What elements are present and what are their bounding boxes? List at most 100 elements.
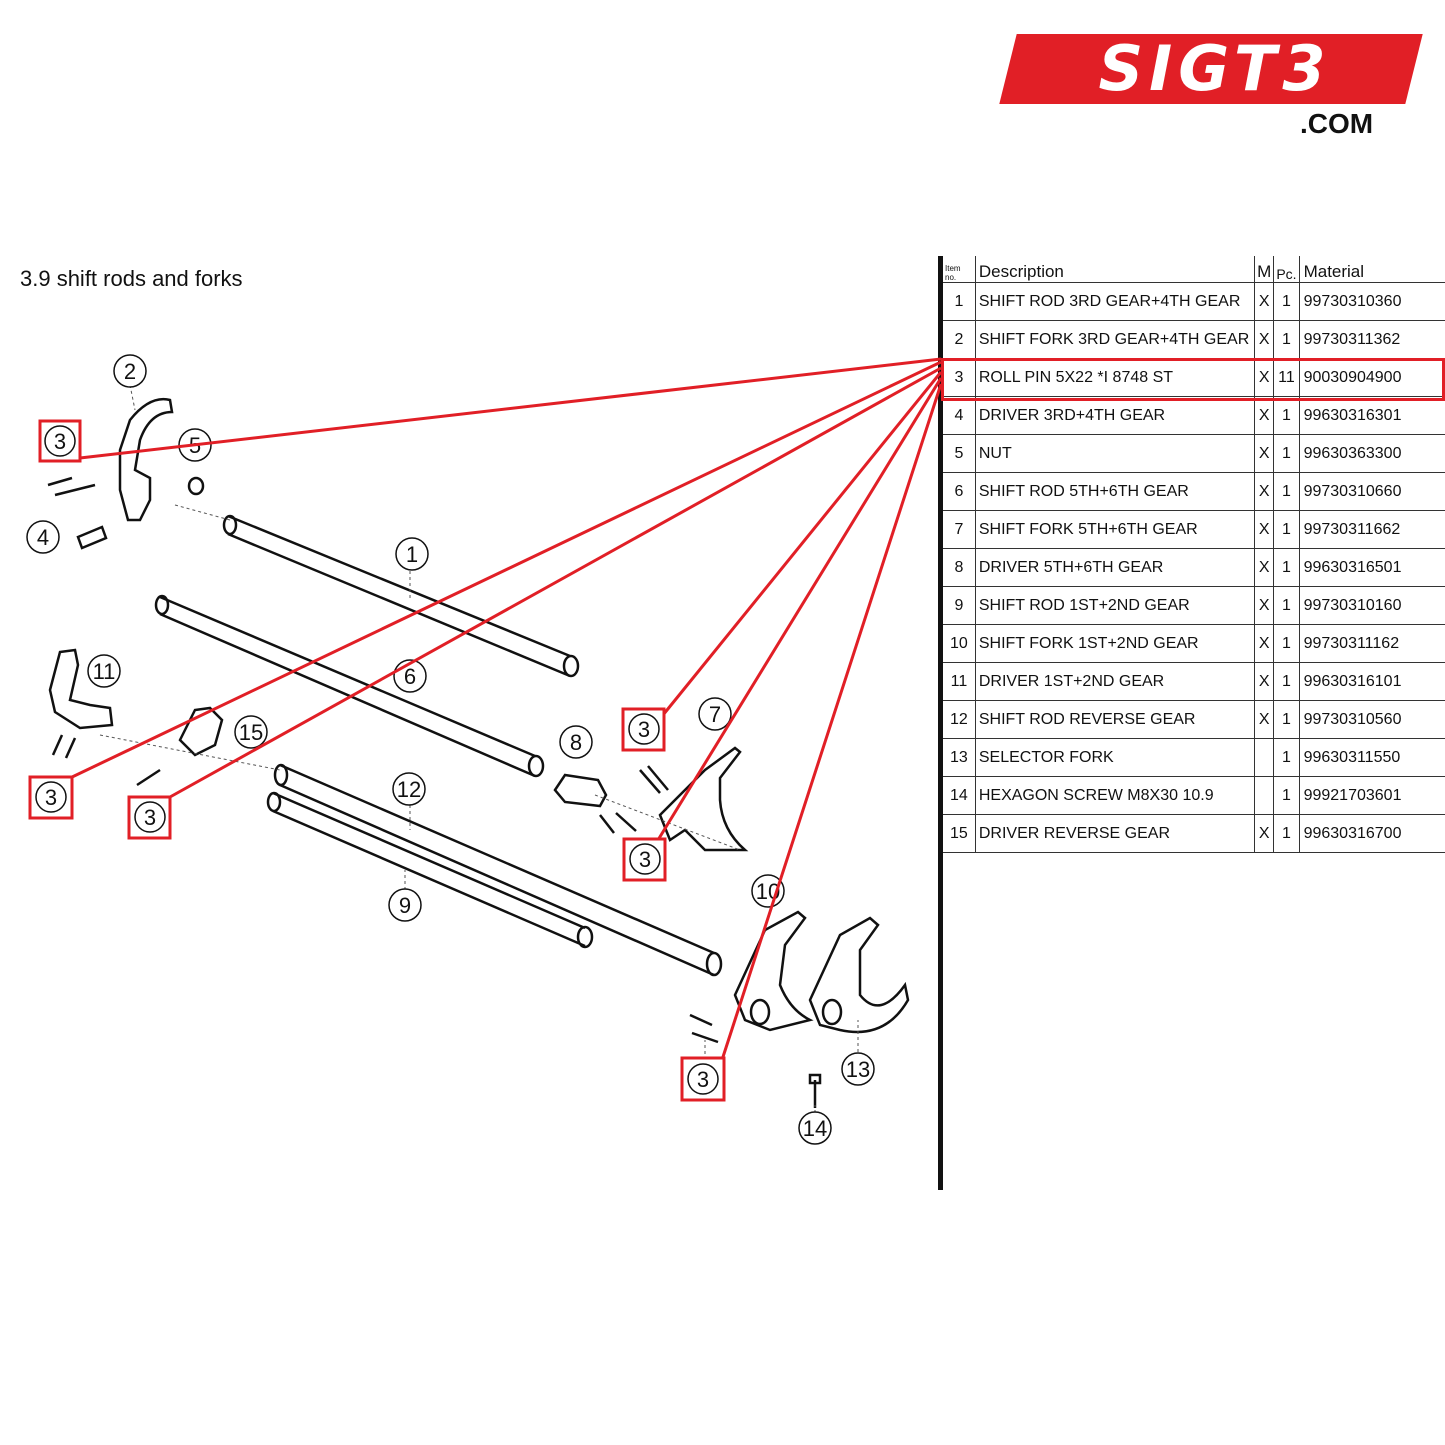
row-m: X: [1254, 662, 1274, 701]
row-material: 99630311550: [1298, 738, 1445, 777]
row-material: 99630316101: [1298, 662, 1445, 701]
svg-text:11: 11: [93, 659, 116, 684]
row-pc: 1: [1273, 548, 1300, 587]
svg-text:15: 15: [239, 720, 263, 745]
row-m: X: [1254, 358, 1274, 397]
svg-text:2: 2: [124, 359, 136, 384]
row-item: 10: [943, 624, 976, 663]
row-pc: 11: [1273, 358, 1300, 397]
row-item: 15: [943, 814, 976, 853]
row-description: SHIFT FORK 5TH+6TH GEAR: [974, 510, 1255, 549]
row-item: 7: [943, 510, 976, 549]
selector-fork-13: [808, 916, 910, 1034]
header-description: Description: [974, 256, 1255, 283]
header-pc: Pc.: [1273, 256, 1300, 283]
row-item: 1: [943, 282, 976, 321]
row-m: [1254, 776, 1274, 815]
row-m: X: [1254, 700, 1274, 739]
row-m: X: [1254, 586, 1274, 625]
row-m: X: [1254, 472, 1274, 511]
callout-10: 10: [751, 874, 785, 908]
row-description: DRIVER 1ST+2ND GEAR: [974, 662, 1255, 701]
svg-text:7: 7: [709, 702, 721, 727]
row-material: 99630316301: [1298, 396, 1445, 435]
row-description: ROLL PIN 5X22 *I 8748 ST: [974, 358, 1255, 397]
row-m: X: [1254, 510, 1274, 549]
row-item: 14: [943, 776, 976, 815]
row-pc: 1: [1273, 586, 1300, 625]
shift-rod-6: [154, 594, 545, 778]
svg-text:9: 9: [399, 893, 411, 918]
callout-6: 6: [393, 659, 427, 693]
svg-text:14: 14: [803, 1116, 827, 1141]
row-item: 3: [943, 358, 976, 397]
row-description: SELECTOR FORK: [974, 738, 1255, 777]
svg-text:1: 1: [406, 542, 418, 567]
row-pc: 1: [1273, 624, 1300, 663]
logo-text: SIGT3: [1098, 32, 1332, 105]
row-pc: 1: [1273, 776, 1300, 815]
row-pc: 1: [1273, 510, 1300, 549]
table-header-row: Item no. Description M Pc. Material: [943, 256, 1445, 283]
svg-text:4: 4: [37, 525, 49, 550]
row-pc: 1: [1273, 472, 1300, 511]
callout-2: 2: [113, 354, 147, 388]
row-description: SHIFT FORK 1ST+2ND GEAR: [974, 624, 1255, 663]
row-material: 99630363300: [1298, 434, 1445, 473]
row-m: X: [1254, 282, 1274, 321]
row-description: SHIFT ROD 1ST+2ND GEAR: [974, 586, 1255, 625]
callout-1: 1: [395, 537, 429, 571]
shift-fork-7: [658, 746, 749, 852]
row-description: DRIVER 3RD+4TH GEAR: [974, 396, 1255, 435]
row-item: 13: [943, 738, 976, 777]
row-m: X: [1254, 624, 1274, 663]
row-item: 9: [943, 586, 976, 625]
callout-7: 7: [698, 697, 732, 731]
highlight-row-box: [941, 358, 1445, 401]
svg-text:5: 5: [189, 433, 201, 458]
row-item: 11: [943, 662, 976, 701]
row-material: 99730311662: [1298, 510, 1445, 549]
row-material: 99730310560: [1298, 700, 1445, 739]
row-pc: 1: [1273, 814, 1300, 853]
callout-14: 14: [798, 1111, 832, 1145]
row-item: 2: [943, 320, 976, 359]
row-m: X: [1254, 320, 1274, 359]
callout-5: 5: [178, 428, 212, 462]
row-pc: 1: [1273, 662, 1300, 701]
callout-12: 12: [392, 772, 426, 806]
row-item: 8: [943, 548, 976, 587]
row-pc: 1: [1273, 282, 1300, 321]
nut-5: [187, 476, 205, 496]
header-m: M: [1254, 256, 1274, 283]
callout-8: 8: [559, 725, 593, 759]
row-material: 99730310660: [1298, 472, 1445, 511]
row-description: NUT: [974, 434, 1255, 473]
row-item: 6: [943, 472, 976, 511]
row-material: 90030904900: [1298, 358, 1445, 397]
svg-text:13: 13: [846, 1057, 870, 1082]
callout-9: 9: [388, 888, 422, 922]
row-pc: 1: [1273, 434, 1300, 473]
shift-rod-1: [222, 514, 580, 678]
shift-rod-9: [266, 791, 594, 949]
row-material: 99630316501: [1298, 548, 1445, 587]
row-m: [1254, 738, 1274, 777]
svg-text:6: 6: [404, 664, 416, 689]
row-item: 4: [943, 396, 976, 435]
callout-15: 15: [234, 715, 268, 749]
exploded-diagram: 1 2 4 5 6 7 8 9 10 11 12 13 14 15: [26, 354, 910, 1145]
row-material: 99921703601: [1298, 776, 1445, 815]
driver-8: [553, 773, 608, 808]
